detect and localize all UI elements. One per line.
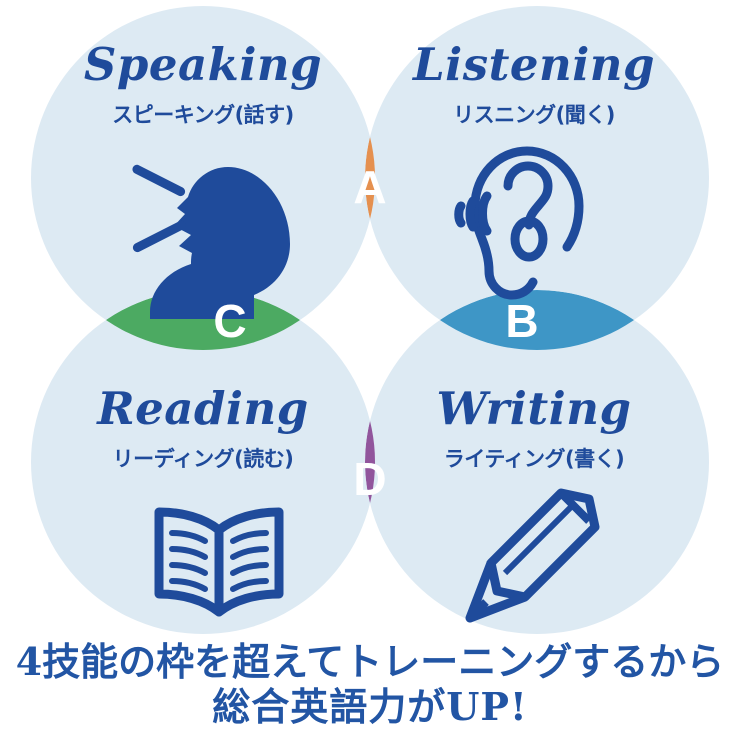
circle-listening xyxy=(365,6,709,350)
speaking-head-icon xyxy=(132,164,290,319)
open-book-icon xyxy=(154,507,284,617)
pencil-icon xyxy=(465,488,600,623)
caption: 4技能の枠を超えてトレーニングするから 総合英語力がUP! xyxy=(0,639,740,730)
circle-writing xyxy=(365,290,709,634)
center-white-gap xyxy=(342,296,398,344)
venn-circles xyxy=(31,6,709,634)
circle-reading xyxy=(31,290,375,634)
caption-line-2: 総合英語力がUP! xyxy=(212,683,528,729)
caption-line-1: 4技能の枠を超えてトレーニングするから xyxy=(15,639,725,684)
ear-icon xyxy=(454,146,584,300)
